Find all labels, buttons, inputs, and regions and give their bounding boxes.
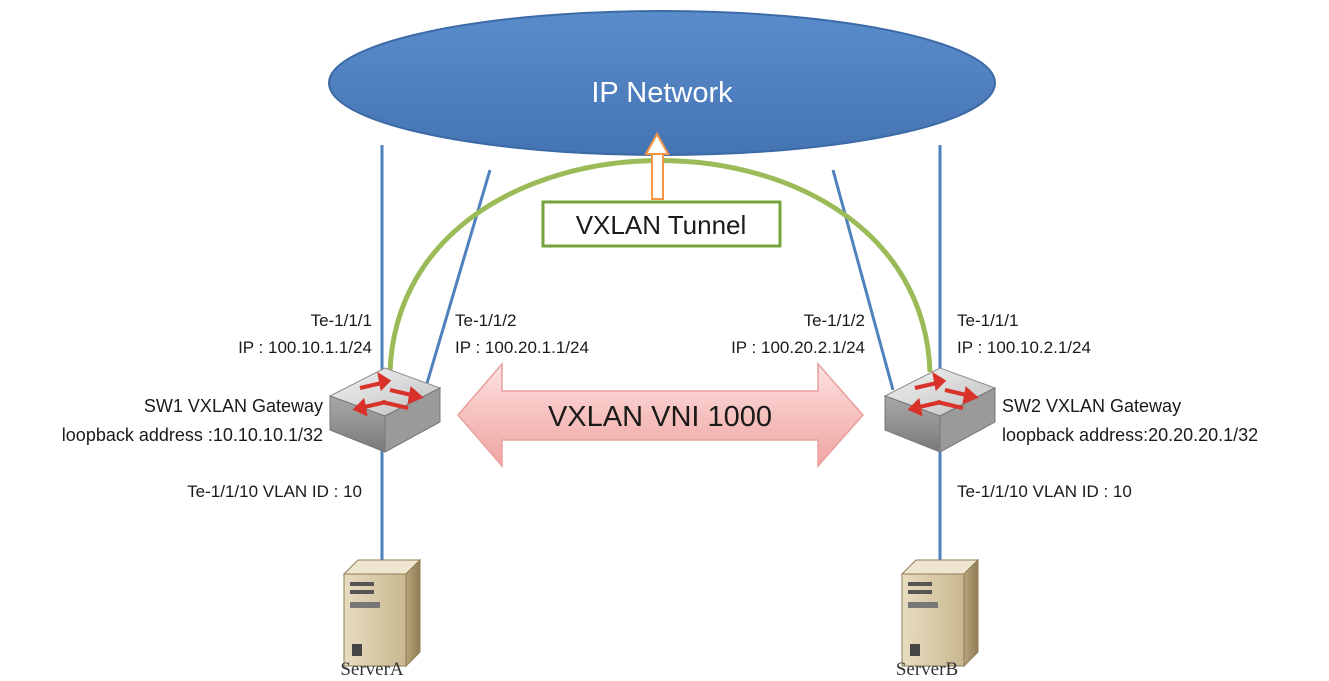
links (380, 145, 942, 560)
sw1-name: SW1 VXLAN Gateway (144, 396, 323, 416)
sw1-loopback: loopback address :10.10.10.1/32 (62, 425, 323, 445)
link-sw2-te112 (831, 169, 895, 391)
server-a-label: ServerA (340, 659, 404, 680)
sw2-access-port: Te-1/1/10 VLAN ID : 10 (957, 482, 1132, 501)
tunnel-up-arrow (644, 131, 670, 200)
sw1-te111-name: Te-1/1/1 (311, 311, 372, 330)
vxlan-tunnel-box (541, 200, 782, 248)
switch-sw2-icon (883, 367, 997, 453)
sw1-te112-name: Te-1/1/2 (455, 311, 516, 330)
ip-network-label: IP Network (591, 77, 733, 109)
sw2-name: SW2 VXLAN Gateway (1002, 396, 1181, 416)
sw2-te112-ip: IP : 100.20.2.1/24 (731, 338, 865, 357)
sw2-te111-name: Te-1/1/1 (957, 311, 1018, 330)
vni-double-arrow (457, 361, 865, 469)
sw1-access-port: Te-1/1/10 VLAN ID : 10 (187, 482, 362, 501)
server-b-label: ServerB (896, 659, 958, 680)
vni-label: VXLAN VNI 1000 (548, 401, 772, 433)
vxlan-tunnel-label: VXLAN Tunnel (576, 210, 747, 240)
switch-sw1-icon (328, 367, 442, 453)
server-a-icon (342, 558, 422, 668)
link-sw1-te112 (423, 169, 492, 391)
sw2-loopback: loopback address:20.20.20.1/32 (1002, 425, 1258, 445)
sw2-te112-name: Te-1/1/2 (804, 311, 865, 330)
sw2-te111-ip: IP : 100.10.2.1/24 (957, 338, 1091, 357)
sw1-te112-ip: IP : 100.20.1.1/24 (455, 338, 589, 357)
sw1-te111-ip: IP : 100.10.1.1/24 (238, 338, 372, 357)
server-b-icon (900, 558, 980, 668)
